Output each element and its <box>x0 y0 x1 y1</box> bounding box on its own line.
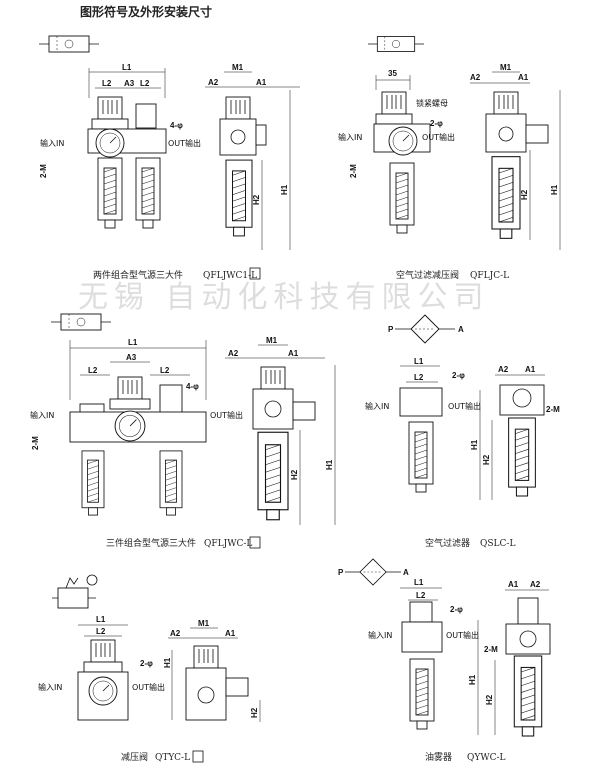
dim-a1: A1 <box>225 629 236 638</box>
dim-h2: H2 <box>485 694 494 705</box>
model-number: QFLJWC-L <box>204 539 252 549</box>
caption: 两件组合型气源三大件 <box>93 269 183 281</box>
page-title: 图形符号及外形安装尺寸 <box>80 4 212 19</box>
dim-m1: M1 <box>198 619 210 628</box>
dim-h1: H1 <box>280 184 289 195</box>
caption: 减压阀 <box>121 751 148 763</box>
model-number: QTYC-L <box>155 753 190 763</box>
in-label: 输入IN <box>368 630 392 640</box>
frl-symbol-icon <box>38 35 100 53</box>
out-label: OUT输出 <box>168 138 201 148</box>
dim-holes: 4-φ <box>186 382 199 391</box>
caption: 油雾器 <box>425 751 452 763</box>
dim-l1: L1 <box>414 357 424 366</box>
dim-holes: 2-φ <box>452 371 465 380</box>
panel-pressure-regulator: L1 L2 2-φ 输入IN OUT输出 M1 A2 A1 H1 H2 减压阀 … <box>38 574 261 763</box>
dim-l1: L1 <box>96 615 106 624</box>
dim-a1: A1 <box>508 580 519 589</box>
regulator-symbol-icon <box>52 574 98 609</box>
dim-a2: A2 <box>170 629 181 638</box>
dim-holes: 2-φ <box>430 119 443 128</box>
dim-m1: M1 <box>266 336 278 345</box>
dim-a3: A3 <box>126 353 137 362</box>
caption: 空气过滤器 <box>425 537 470 549</box>
dim-a2: A2 <box>208 78 219 87</box>
dim-h2: H2 <box>482 454 491 465</box>
dim-a3: A3 <box>124 79 135 88</box>
dim-h1: H1 <box>325 459 334 470</box>
dim-l2: L2 <box>102 79 112 88</box>
dim-h2: H2 <box>290 469 299 480</box>
dim-thread: 2-M <box>484 645 498 654</box>
dim-h1: H1 <box>468 674 477 685</box>
dim-h1: H1 <box>550 184 559 195</box>
frl-symbol-icon <box>50 313 112 331</box>
port-a-label: A <box>458 325 464 334</box>
dim-thread: 2-M <box>39 164 48 178</box>
filter-symbol-icon <box>394 314 456 344</box>
dim-a2: A2 <box>530 580 541 589</box>
watermark: 无锡 自动化科技有限公司 <box>78 280 490 315</box>
caption: 三件组合型气源三大件 <box>106 537 196 549</box>
panel-lubricator: P A L1 L2 2-φ 输入IN OUT输出 A1 A2 2-M H1 H2… <box>338 558 551 763</box>
panel-air-filter: P A L1 L2 2-φ 输入IN OUT输出 A2 A1 2-M H1 H2… <box>365 314 560 549</box>
in-label: 输入IN <box>30 410 54 420</box>
model-number: QYWC-L <box>467 753 505 763</box>
dim-a1: A1 <box>525 365 536 374</box>
dim-l2b: L2 <box>140 79 150 88</box>
dim-a2: A2 <box>470 73 481 82</box>
dim-l2: L2 <box>414 373 424 382</box>
port-a-label: A <box>403 568 409 577</box>
dim-thread: 2-M <box>546 405 560 414</box>
in-label: 输入IN <box>338 132 362 142</box>
model-number: QSLC-L <box>480 539 515 549</box>
dim-h2: H2 <box>520 189 529 200</box>
dim-holes: 2-φ <box>140 659 153 668</box>
in-label: 输入IN <box>38 682 62 692</box>
port-p-label: P <box>388 325 394 334</box>
model-number: QFLJC-L <box>470 271 509 281</box>
dim-a1: A1 <box>518 73 529 82</box>
in-label: 输入IN <box>365 401 389 411</box>
dim-m1: M1 <box>232 63 244 72</box>
dim-thread: 2-M <box>349 164 358 178</box>
dim-l2: L2 <box>416 591 426 600</box>
dim-35: 35 <box>388 69 397 78</box>
in-label: 输入IN <box>40 138 64 148</box>
dim-l2: L2 <box>96 627 106 636</box>
dim-holes: 2-φ <box>450 605 463 614</box>
dim-l2b: L2 <box>160 366 170 375</box>
out-label: OUT输出 <box>422 132 455 142</box>
out-label: OUT输出 <box>210 410 243 420</box>
dim-l1: L1 <box>122 63 132 72</box>
model-number: QFLJWC1-L <box>203 271 257 281</box>
caption: 空气过滤减压阀 <box>396 269 459 281</box>
out-label: OUT输出 <box>132 682 165 692</box>
port-p-label: P <box>338 568 344 577</box>
dim-l2: L2 <box>88 366 98 375</box>
dim-thread: 2-M <box>31 436 40 450</box>
dim-a1: A1 <box>256 78 267 87</box>
lock-nut-label: 锁紧螺母 <box>416 98 448 108</box>
out-label: OUT输出 <box>448 401 481 411</box>
dim-a1: A1 <box>288 349 299 358</box>
dim-l1: L1 <box>414 578 424 587</box>
dim-a2: A2 <box>498 365 509 374</box>
panel-filter-regulator: 35 锁紧螺母 2-φ 输入IN OUT输出 2-M M1 A2 A1 H1 H… <box>338 36 561 281</box>
filter-regulator-symbol-icon <box>367 36 425 52</box>
dim-h1: H1 <box>470 439 479 450</box>
dim-l1: L1 <box>128 338 138 347</box>
dim-h2: H2 <box>250 707 259 718</box>
dim-m1: M1 <box>500 63 512 72</box>
lubricator-symbol-icon <box>344 558 402 586</box>
dim-h2: H2 <box>252 194 261 205</box>
dim-h1: H1 <box>163 657 172 668</box>
panel-two-piece-frl: L1 L2 A3 L2 输入IN OUT输出 4-φ 2-M M1 A2 A1 … <box>38 35 300 281</box>
panel-three-piece-frl: L1 L2 A3 L2 4-φ 输入IN OUT输出 2-M M1 A2 A1 … <box>30 313 336 549</box>
dim-holes: 4-φ <box>170 121 183 130</box>
dim-a2: A2 <box>228 349 239 358</box>
out-label: OUT输出 <box>446 630 479 640</box>
